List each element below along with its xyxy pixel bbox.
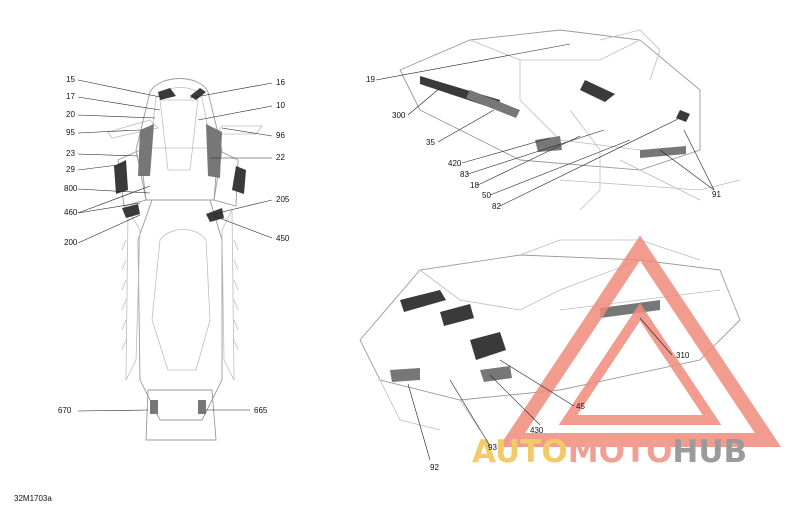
callout-82: 82	[492, 202, 501, 211]
callout-91: 91	[712, 190, 721, 199]
watermark-logo: AUTOMOTOHUB	[472, 235, 782, 470]
callout-430: 430	[530, 426, 544, 435]
callout-200: 200	[64, 238, 78, 247]
callout-93: 93	[488, 443, 497, 452]
callout-29: 29	[66, 165, 75, 174]
callout-15: 15	[66, 75, 75, 84]
front-view-snowmobile	[359, 239, 741, 431]
callout-83: 83	[460, 170, 469, 179]
callout-17: 17	[66, 92, 75, 101]
callout-18: 18	[470, 181, 479, 190]
leader-lines	[77, 43, 715, 461]
top-view-snowmobile	[107, 78, 263, 441]
callout-205: 205	[276, 195, 290, 204]
callout-22: 22	[276, 153, 285, 162]
watermark-triangle-outer	[498, 235, 782, 447]
callout-300: 300	[392, 111, 406, 120]
callout-16: 16	[276, 78, 285, 87]
callout-460: 460	[64, 208, 78, 217]
callout-670: 670	[58, 406, 72, 415]
watermark-text-moto: MOTO	[568, 434, 673, 470]
watermark-text-auto: AUTO	[472, 434, 568, 470]
callout-96: 96	[276, 131, 285, 140]
callout-19: 19	[366, 75, 375, 84]
callout-35: 35	[426, 138, 435, 147]
callout-310: 310	[676, 351, 690, 360]
callout-95: 95	[66, 128, 75, 137]
callout-23: 23	[66, 149, 75, 158]
rear-view-snowmobile	[399, 29, 741, 211]
callout-50: 50	[482, 191, 491, 200]
watermark-triangle-inner	[558, 302, 722, 425]
callout-92: 92	[430, 463, 439, 472]
callout-20: 20	[66, 110, 75, 119]
callout-800: 800	[64, 184, 78, 193]
callout-45: 45	[576, 402, 585, 411]
drawing-code: 32M1703a	[14, 494, 52, 503]
callout-450: 450	[276, 234, 290, 243]
watermark-text-hub: HUB	[672, 434, 747, 470]
callout-420: 420	[448, 159, 462, 168]
callout-labels: 15 17 20 95 23 29 800 460 200 16 10 96 2…	[58, 75, 721, 472]
callout-10: 10	[276, 101, 285, 110]
callout-665: 665	[254, 406, 268, 415]
svg-text:AUTOMOTOHUB: AUTOMOTOHUB	[472, 434, 747, 470]
